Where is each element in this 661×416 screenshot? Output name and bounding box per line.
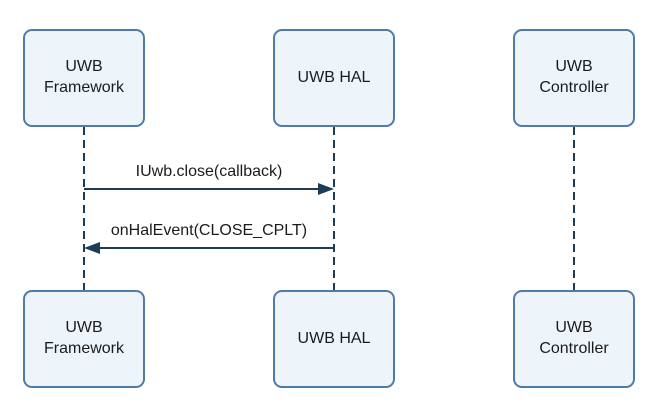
actor-box-uwb-framework-bottom: UWB Framework (23, 290, 145, 388)
lifeline-uwb-framework (82, 127, 86, 290)
actor-box-uwb-hal-top: UWB HAL (273, 29, 395, 127)
lifeline-uwb-controller (572, 127, 576, 290)
arrowhead-left-icon (84, 242, 100, 254)
actor-box-uwb-controller-bottom: UWB Controller (513, 290, 635, 388)
message-line-iuwb-close (84, 187, 318, 191)
arrowhead-right-icon (318, 183, 334, 195)
message-line-onhalevent (100, 246, 334, 250)
message-label-iuwb-close: IUwb.close(callback) (135, 163, 283, 180)
actor-box-uwb-hal-bottom: UWB HAL (273, 290, 395, 388)
lifeline-uwb-hal (332, 127, 336, 290)
actor-box-uwb-controller-top: UWB Controller (513, 29, 635, 127)
actor-box-uwb-framework-top: UWB Framework (23, 29, 145, 127)
message-label-onhalevent: onHalEvent(CLOSE_CPLT) (110, 222, 308, 239)
